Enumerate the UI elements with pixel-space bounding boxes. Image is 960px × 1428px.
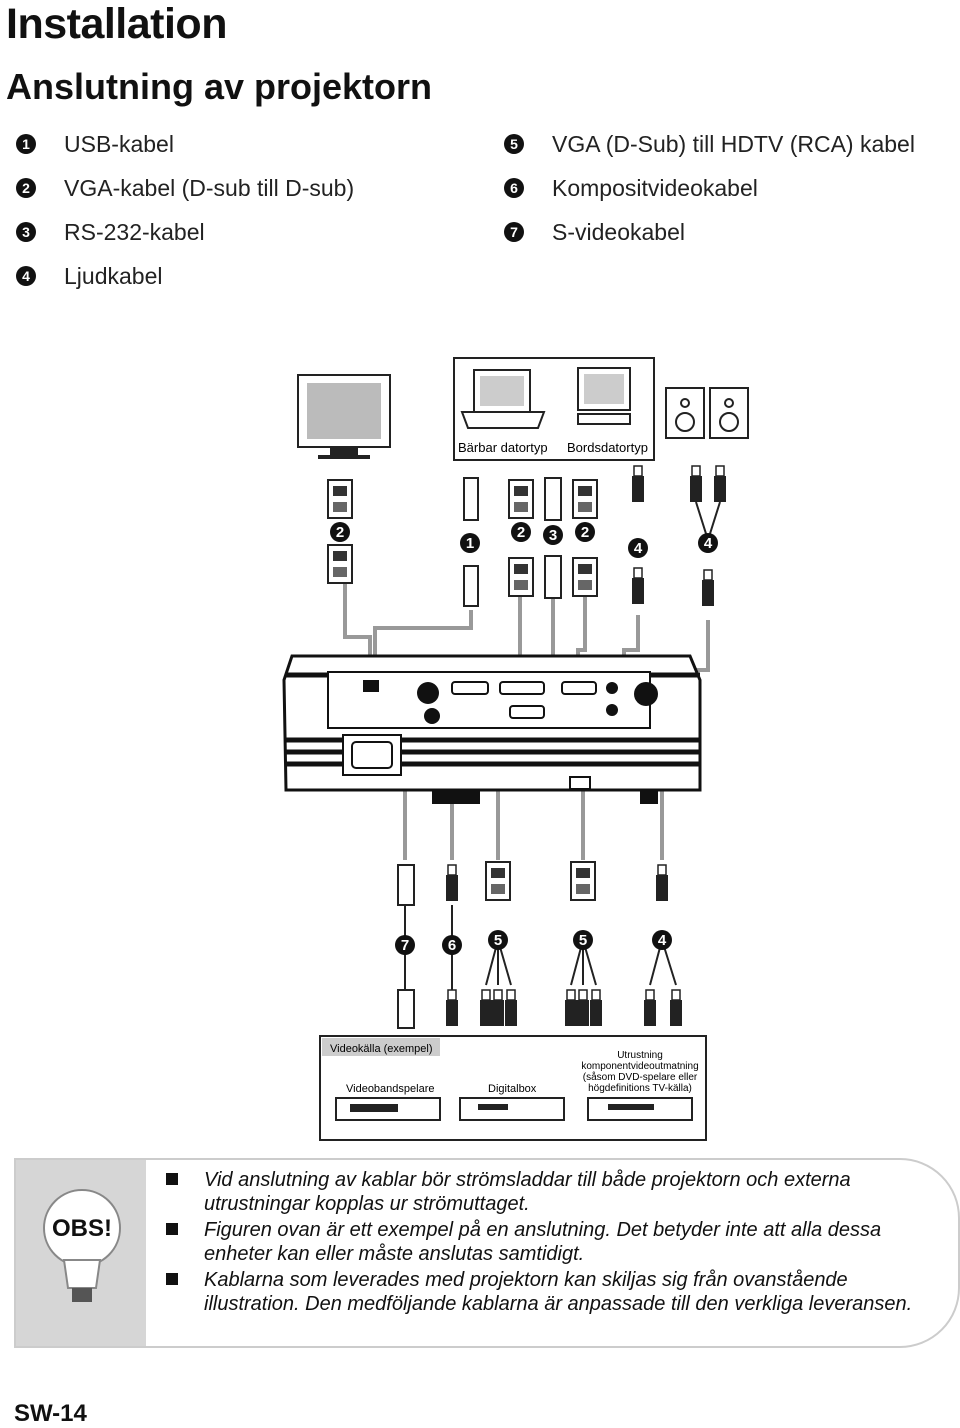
note-bullet: Vid anslutning av kablar bör strömsladda… [166,1168,946,1216]
legend-item: 2 VGA-kabel (D-sub till D-sub) [16,173,354,203]
section-title: Anslutning av projektorn [6,66,433,107]
component-label: högdefinitions TV-källa) [588,1083,692,1094]
legend-label: S-videokabel [552,218,685,245]
video-source-box: Videokälla (exempel) Videobandspelare Di… [319,1035,707,1141]
number-badge: 2 [16,178,36,198]
bottom-connectors [397,861,683,1029]
note-sidebar: OBS! [16,1160,146,1346]
cable-lines [343,580,710,860]
lightbulb-icon: OBS! [43,1189,121,1302]
speaker-icon [665,387,749,439]
bottom-badges: 7 6 5 5 4 [395,930,672,955]
laptop-label: Bärbar datortyp [458,440,548,455]
svg-text:5: 5 [579,932,587,949]
bullet-square-icon [166,1223,178,1235]
top-connectors [327,465,727,607]
desktop-label: Bordsdatortyp [567,440,648,455]
svg-text:4: 4 [634,540,643,557]
number-badge: 3 [16,222,36,242]
bullet-square-icon [166,1273,178,1285]
legend-item: 7 S-videokabel [504,217,685,247]
vcr-label: Videobandspelare [346,1083,434,1095]
legend-item: 3 RS-232-kabel [16,217,205,247]
legend-label: Kompositvideokabel [552,174,758,201]
note-box: OBS! Vid anslutning av kablar bör ströms… [14,1158,960,1348]
legend-item: 5 VGA (D-Sub) till HDTV (RCA) kabel [504,129,915,159]
page-title: Installation [6,0,227,48]
legend-label: RS-232-kabel [64,218,205,245]
svg-text:4: 4 [704,535,713,552]
svg-text:1: 1 [466,535,474,552]
video-source-label: Videokälla (exempel) [330,1043,433,1055]
legend-label: VGA-kabel (D-sub till D-sub) [64,174,355,201]
svg-text:4: 4 [658,932,667,949]
legend-label: Ljudkabel [64,262,163,289]
projector-icon [282,654,702,804]
bullet-square-icon [166,1173,178,1185]
digitalbox-label: Digitalbox [488,1083,537,1095]
number-badge: 1 [16,134,36,154]
svg-text:2: 2 [581,524,589,541]
legend-label: USB-kabel [64,130,174,157]
obs-badge: OBS! [52,1215,112,1242]
connection-diagram: Bärbar datortyp Bordsdatortyp 2 1 2 3 2 … [282,357,749,1141]
number-badge: 7 [504,222,524,242]
number-badge: 6 [504,178,524,198]
number-badge: 4 [16,266,36,286]
legend-label: VGA (D-Sub) till HDTV (RCA) kabel [552,130,915,157]
monitor-icon [297,374,391,459]
note-bullet: Kablarna som leverades med projektorn ka… [166,1268,946,1316]
top-badges: 2 1 2 3 2 4 4 [330,522,718,558]
svg-text:7: 7 [401,937,409,954]
svg-text:3: 3 [549,527,557,544]
page-number: SW-14 [14,1400,87,1427]
component-label: komponentvideoutmatning [581,1061,698,1072]
note-bullets: Vid anslutning av kablar bör strömsladda… [166,1168,946,1318]
legend-item: 6 Kompositvideokabel [504,173,758,203]
svg-text:6: 6 [448,937,456,954]
component-label: (såsom DVD-spelare eller [583,1071,698,1083]
component-label: Utrustning [617,1050,663,1061]
computers-box: Bärbar datortyp Bordsdatortyp [453,357,655,461]
number-badge: 5 [504,134,524,154]
legend-item: 1 USB-kabel [16,129,174,159]
svg-text:2: 2 [336,524,344,541]
svg-text:5: 5 [494,932,502,949]
note-bullet: Figuren ovan är ett exempel på en anslut… [166,1218,946,1266]
svg-text:2: 2 [517,524,525,541]
legend-item: 4 Ljudkabel [16,261,162,291]
